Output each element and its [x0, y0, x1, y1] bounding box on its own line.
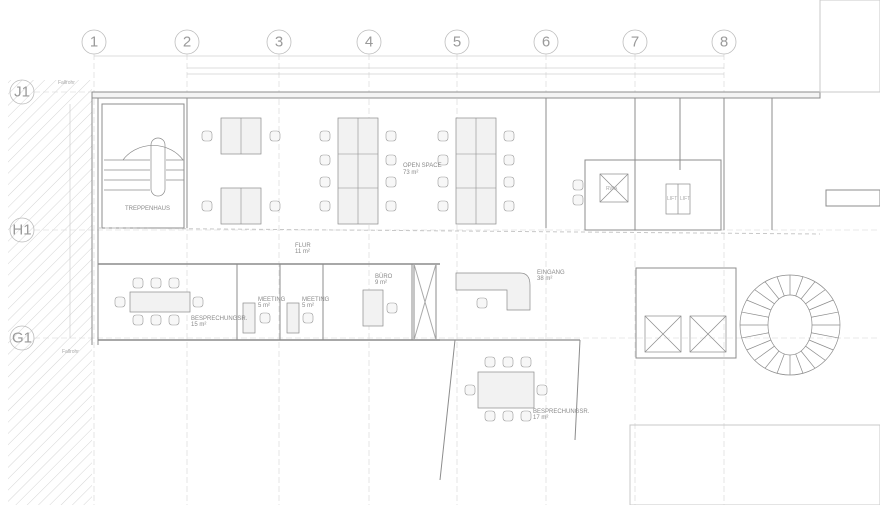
grid-label-column: 2: [183, 34, 191, 51]
grid-label-row: G1: [12, 330, 32, 347]
grid-label-row: H1: [12, 222, 31, 239]
room-label-besprechungsraum-2: BESPRECHUNGSR.: [533, 409, 590, 415]
dimension-lines: [69, 55, 724, 338]
grid-bubble-row: J1: [9, 79, 35, 105]
grid-bubble-row: H1: [9, 217, 35, 243]
room-label-treppenhaus: TREPPENHAUS: [125, 206, 170, 212]
room-label-meeting-1: MEETING: [258, 297, 286, 303]
desks: [129, 117, 535, 409]
grid-bubble-column: 3: [266, 29, 292, 55]
desk-dividers: [240, 118, 496, 224]
room-area-open-space: 73 m²: [403, 170, 418, 176]
spiral-staircase-icon: [739, 274, 841, 376]
grid-label-column: 1: [90, 34, 98, 51]
grid-bubble-column: 6: [533, 29, 559, 55]
grid-label-column: 8: [720, 34, 728, 51]
room-area-buero: 9 m²: [375, 280, 387, 286]
grid-label-column: 3: [275, 34, 283, 51]
lift-label-b: LIFT: [680, 196, 690, 202]
staircase-icon: [104, 137, 184, 197]
room-area-besprechungsraum-2: 17 m²: [533, 415, 548, 421]
room-area-besprechungsraum: 15 m²: [191, 322, 206, 328]
grid-bubble-column: 4: [356, 29, 382, 55]
neighbour-wall-hatch: [8, 80, 92, 505]
walls: [91, 0, 880, 505]
grid-bubble-column: 5: [444, 29, 470, 55]
room-label-open-space: OPEN SPACE: [403, 163, 442, 169]
grid-label-column: 6: [542, 34, 550, 51]
grid-bubble-column: 8: [711, 29, 737, 55]
room-area-meeting-1: 5 m²: [258, 303, 270, 309]
grid-label-column: 7: [631, 34, 639, 51]
downpipe-label-top: Fallrohr: [58, 80, 75, 86]
grid-bubble-column: 7: [622, 29, 648, 55]
chairs: [114, 130, 584, 422]
room-label-buero: BÜRO: [375, 273, 393, 280]
room-area-meeting-2: 5 m²: [302, 303, 314, 309]
grid-bubble-row: G1: [9, 325, 35, 351]
grid-bubble-column: 2: [174, 29, 200, 55]
room-label-flur: FLUR: [295, 243, 311, 249]
room-label-eingang: EINGANG: [537, 270, 565, 276]
grid-label-column: 4: [365, 34, 373, 51]
room-label-meeting-2: MEETING: [302, 297, 330, 303]
grid-bubble-column: 1: [81, 29, 107, 55]
grid-label-row: J1: [14, 84, 30, 101]
room-area-flur: 11 m²: [295, 249, 310, 255]
downpipe-label-bottom: Fallrohr: [62, 349, 79, 355]
room-label-besprechungsraum: BESPRECHUNGSR.: [191, 316, 248, 322]
grid-label-column: 5: [453, 34, 461, 51]
room-area-eingang: 38 m²: [537, 276, 552, 282]
lift-label-a: LIFT: [667, 196, 677, 202]
elevator-icon: [599, 173, 727, 353]
shaft-label: RWA: [606, 186, 618, 192]
